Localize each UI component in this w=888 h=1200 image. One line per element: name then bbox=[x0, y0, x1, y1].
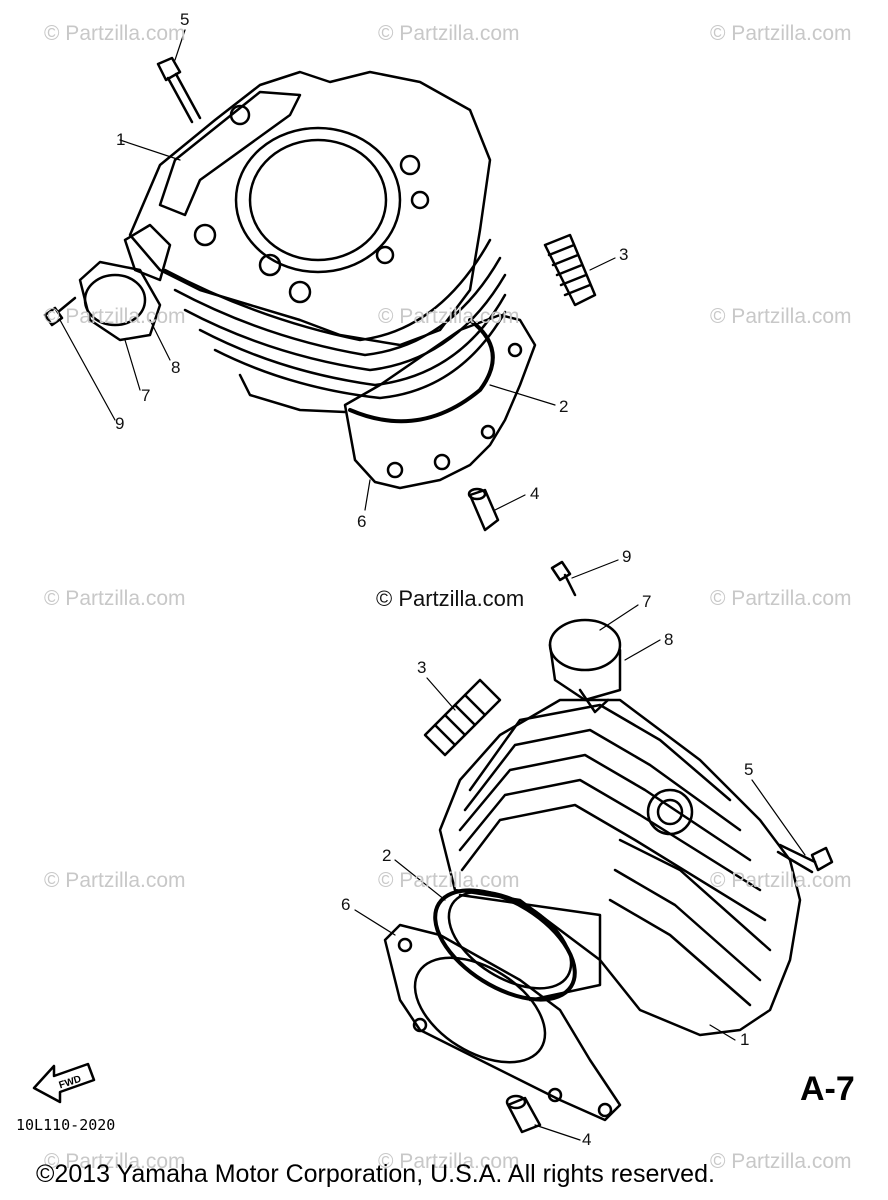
leader-lines bbox=[59, 29, 806, 1141]
watermark: © Partzilla.com bbox=[710, 869, 852, 892]
watermark: © Partzilla.com bbox=[710, 587, 852, 610]
top-spring bbox=[543, 233, 597, 307]
top-cylinder bbox=[123, 70, 507, 414]
callout-6-top: 6 bbox=[357, 512, 367, 531]
watermark: © Partzilla.com bbox=[44, 587, 186, 610]
callout-3-bottom: 3 bbox=[417, 658, 427, 677]
callout-1-bottom: 1 bbox=[740, 1030, 750, 1049]
callout-5-bottom: 5 bbox=[744, 760, 754, 779]
top-o-ring bbox=[348, 318, 495, 424]
bottom-side-cover bbox=[548, 618, 622, 714]
callout-8-top: 8 bbox=[171, 358, 181, 377]
part-code: 10L110-2020 bbox=[16, 1116, 116, 1134]
bottom-bolt bbox=[776, 843, 834, 874]
bottom-spring bbox=[423, 678, 502, 757]
callout-6-bottom: 6 bbox=[341, 895, 351, 914]
bottom-o-ring bbox=[433, 888, 577, 1002]
bottom-base-gasket bbox=[383, 923, 622, 1122]
callout-2-top: 2 bbox=[559, 397, 569, 416]
watermark: © Partzilla.com bbox=[44, 869, 186, 892]
callout-1-top: 1 bbox=[116, 130, 126, 149]
top-dowel-pin bbox=[467, 487, 500, 532]
watermark: © Partzilla.com bbox=[378, 305, 520, 328]
watermark: © Partzilla.com bbox=[378, 1150, 520, 1173]
top-cover-bolt bbox=[43, 296, 77, 327]
callout-9-bottom: 9 bbox=[622, 547, 632, 566]
page-id: A-7 bbox=[800, 1070, 855, 1108]
callout-8-bottom: 8 bbox=[664, 630, 674, 649]
bottom-dowel-pin bbox=[505, 1094, 542, 1134]
copyright: ©2013 Yamaha Motor Corporation, U.S.A. A… bbox=[36, 1160, 715, 1188]
watermark: © Partzilla.com bbox=[44, 22, 186, 45]
watermark: © Partzilla.com bbox=[44, 305, 186, 328]
callout-5-top: 5 bbox=[180, 10, 190, 29]
watermark: © Partzilla.com bbox=[44, 1150, 186, 1173]
watermark: © Partzilla.com bbox=[378, 869, 520, 892]
watermark: © Partzilla.com bbox=[378, 22, 520, 45]
callout-2-bottom: 2 bbox=[382, 846, 392, 865]
bottom-cover-bolt bbox=[550, 560, 577, 597]
watermark: © Partzilla.com bbox=[710, 1150, 852, 1173]
callout-4-bottom: 4 bbox=[582, 1130, 592, 1149]
callout-3-top: 3 bbox=[619, 245, 629, 264]
callout-9-top: 9 bbox=[115, 414, 125, 433]
callout-7-bottom: 7 bbox=[642, 592, 652, 611]
top-side-cover bbox=[78, 260, 162, 342]
fwd-arrow-icon: FWD bbox=[32, 1062, 96, 1104]
watermark: © Partzilla.com bbox=[710, 305, 852, 328]
watermark: © Partzilla.com bbox=[710, 22, 852, 45]
top-bolt bbox=[156, 56, 202, 124]
callout-4-top: 4 bbox=[530, 484, 540, 503]
center-watermark: © Partzilla.com bbox=[376, 586, 525, 611]
callout-7-top: 7 bbox=[141, 386, 151, 405]
